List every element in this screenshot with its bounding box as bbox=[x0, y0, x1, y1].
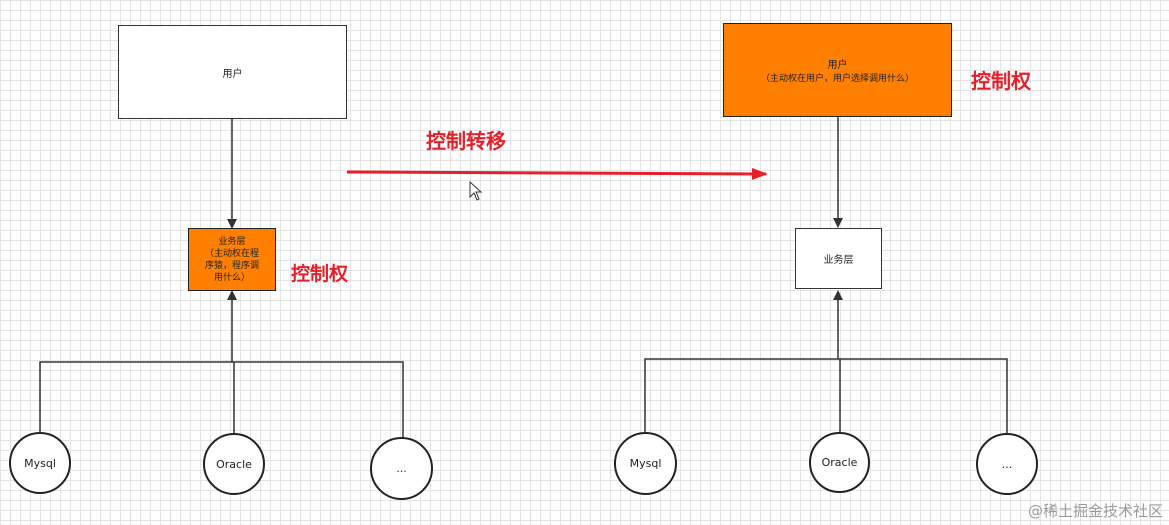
mouse-cursor-icon bbox=[469, 180, 483, 201]
control-transfer-arrow bbox=[346, 167, 768, 180]
left-user-label: 用户 bbox=[222, 68, 243, 80]
left-mysql-node: Mysql bbox=[9, 432, 71, 494]
left-service-box: 业务层 （主动权在程 序猿，程序调 用什么） bbox=[188, 228, 276, 291]
right-service-label: 业务层 bbox=[823, 255, 854, 266]
right-mysql-node: Mysql bbox=[614, 432, 677, 495]
left-oracle-node: Oracle bbox=[203, 433, 265, 495]
right-db-tree-lines bbox=[644, 358, 1008, 433]
right-user-line1: 用户 bbox=[827, 60, 848, 71]
right-service-box: 业务层 bbox=[795, 228, 882, 289]
left-db-tree-lines bbox=[39, 361, 404, 437]
left-service-line4: 用什么） bbox=[213, 272, 250, 283]
right-user-line2: （主动权在用户，用户选择调用什么） bbox=[760, 74, 914, 84]
right-oracle-node: Oracle bbox=[809, 432, 870, 493]
control-transfer-label: 控制转移 bbox=[426, 129, 506, 153]
left-service-line2: （主动权在程 bbox=[204, 248, 259, 259]
left-user-box: 用户 bbox=[118, 25, 347, 119]
right-user-box: 用户 （主动权在用户，用户选择调用什么） bbox=[723, 23, 952, 117]
left-control-label: 控制权 bbox=[291, 263, 349, 285]
watermark: @稀土掘金技术社区 bbox=[1027, 502, 1163, 520]
right-more-node: ... bbox=[976, 433, 1038, 495]
left-more-node: ... bbox=[370, 437, 433, 500]
left-service-line3: 序猿，程序调 bbox=[204, 260, 259, 271]
left-service-line1: 业务层 bbox=[218, 236, 246, 247]
right-control-label: 控制权 bbox=[971, 69, 1031, 93]
